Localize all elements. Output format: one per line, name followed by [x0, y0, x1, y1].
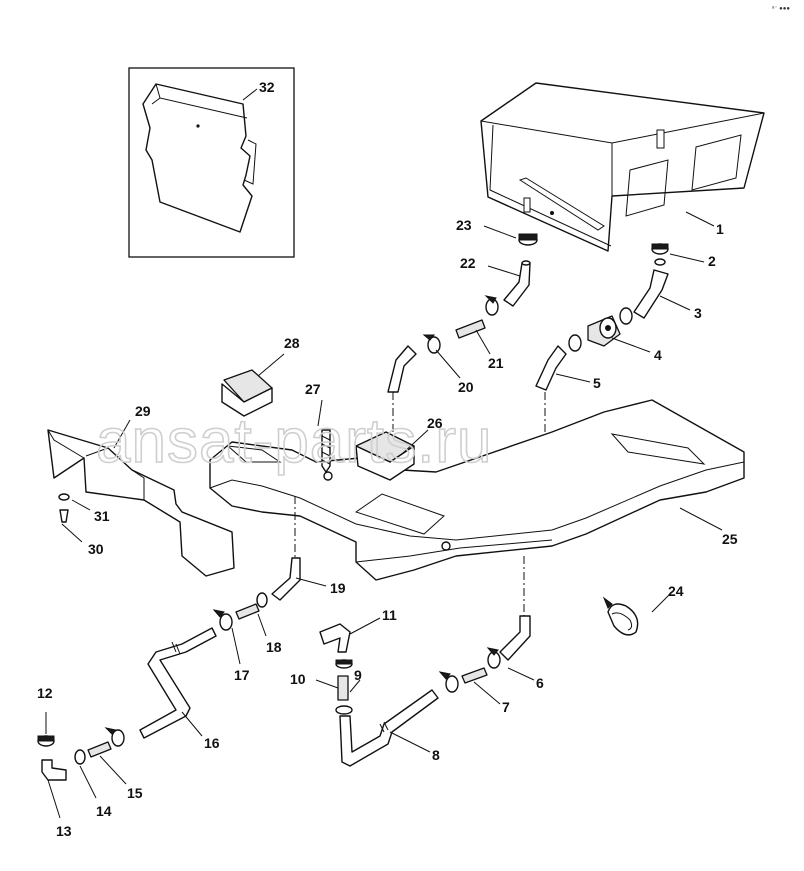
upper-hoses: [387, 233, 669, 393]
callout-29: 29: [135, 403, 151, 419]
callout-32: 32: [259, 79, 275, 95]
callout-17: 17: [234, 667, 250, 683]
callout-13: 13: [56, 823, 72, 839]
heater-box: [480, 82, 765, 252]
callout-10: 10: [290, 671, 306, 687]
lower-hoses: [37, 557, 639, 781]
callout-27: 27: [305, 381, 321, 397]
left-deflector: [47, 429, 235, 577]
callout-1: 1: [716, 221, 724, 237]
floor-duct: [209, 369, 745, 581]
callout-21: 21: [488, 355, 504, 371]
callout-5: 5: [593, 375, 601, 391]
callout-9: 9: [354, 667, 362, 683]
callout-7: 7: [502, 699, 510, 715]
callout-3: 3: [694, 305, 702, 321]
callout-23: 23: [456, 217, 472, 233]
center-lines: [294, 392, 546, 616]
watermark: ansat-parts.ru: [96, 407, 493, 476]
callout-31: 31: [94, 508, 110, 524]
leader-lines: [45, 211, 723, 819]
callout-18: 18: [266, 639, 282, 655]
callout-26: 26: [427, 415, 443, 431]
callout-2: 2: [708, 253, 716, 269]
callout-30: 30: [88, 541, 104, 557]
corner-mark: ᵃ⁻ ●●●: [772, 6, 790, 12]
callout-25: 25: [722, 531, 738, 547]
callout-16: 16: [204, 735, 220, 751]
callout-11: 11: [382, 607, 397, 623]
callout-labels: 1 2 3 4 5 6 7 8 9 10 11 12 13 14 15 16 1…: [37, 79, 738, 839]
callout-24: 24: [668, 583, 684, 599]
callout-6: 6: [536, 675, 544, 691]
callout-12: 12: [37, 685, 53, 701]
inset-panel-32: [128, 67, 295, 258]
callout-20: 20: [458, 379, 474, 395]
callout-14: 14: [96, 803, 112, 819]
callout-15: 15: [127, 785, 143, 801]
callout-19: 19: [330, 580, 346, 596]
callout-8: 8: [432, 747, 440, 763]
callout-22: 22: [460, 255, 476, 271]
callout-28: 28: [284, 335, 300, 351]
callout-4: 4: [654, 347, 662, 363]
